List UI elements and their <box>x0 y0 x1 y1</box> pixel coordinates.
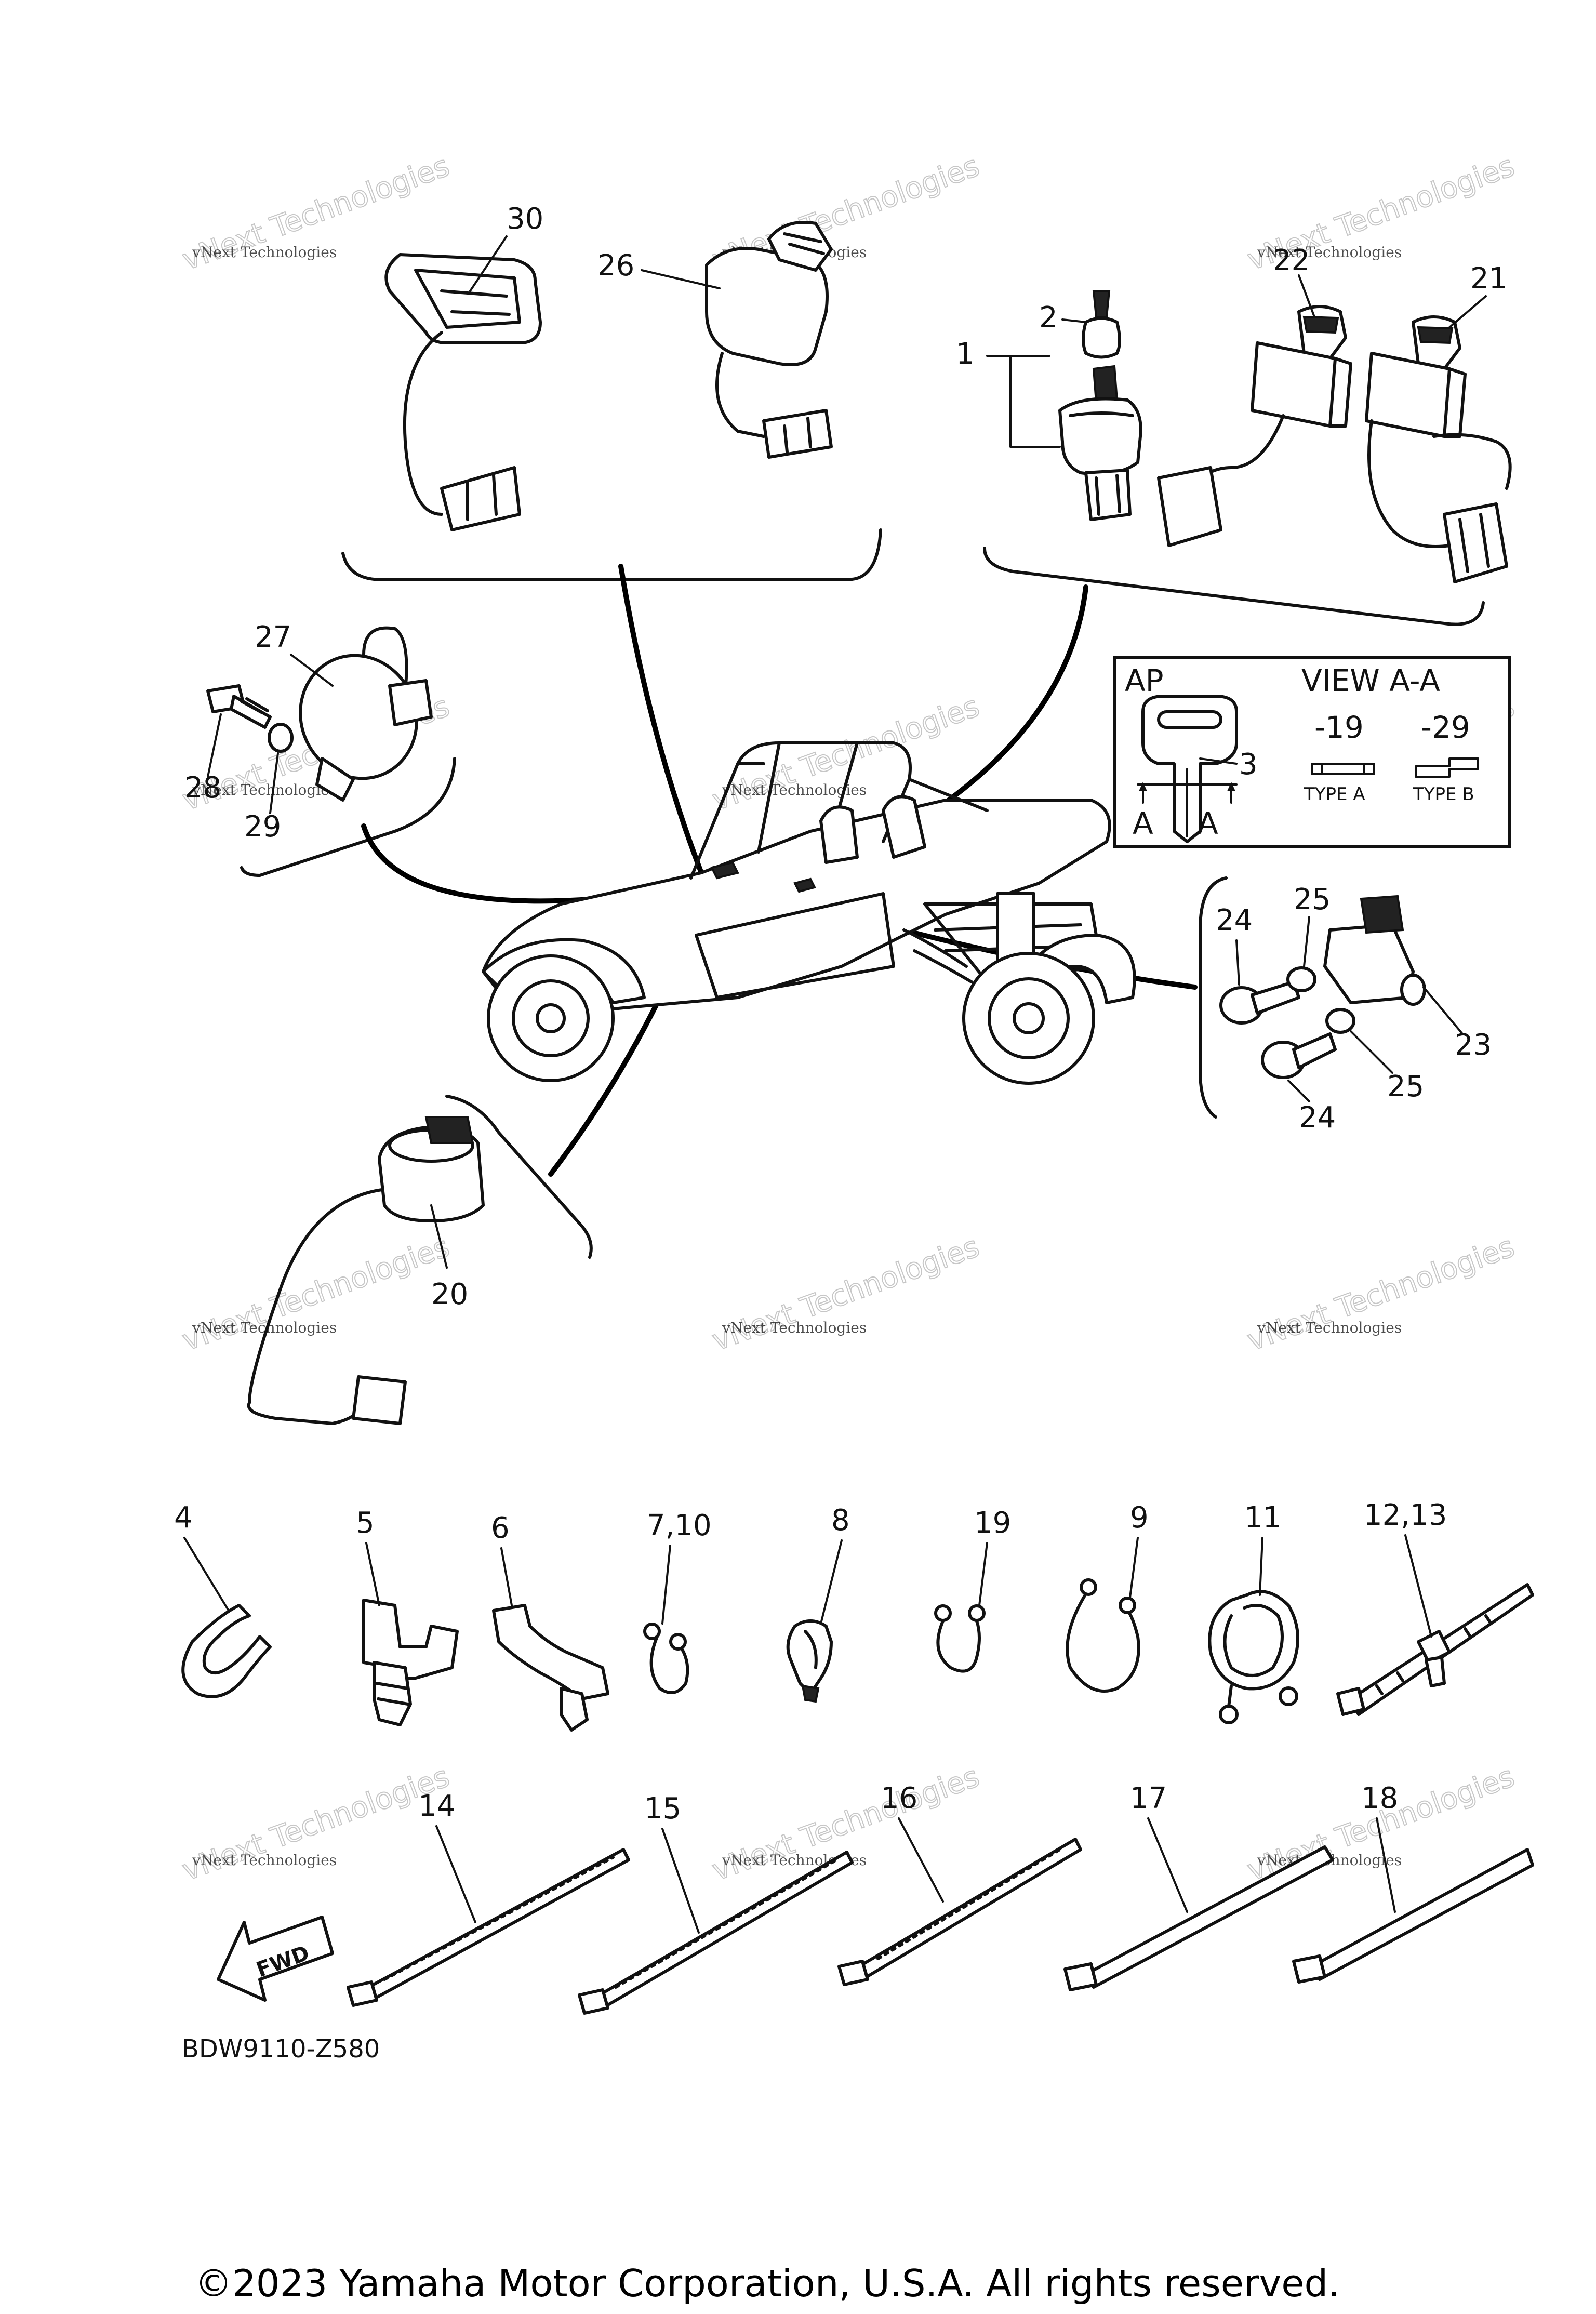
part-26-sensor-module <box>705 221 833 459</box>
callout-8: 8 <box>831 1504 850 1537</box>
group-brackets <box>240 528 1485 1259</box>
section-a-right-label: A <box>1198 806 1218 841</box>
side-by-side-vehicle <box>482 741 1136 1085</box>
callout-3: 3 <box>1239 748 1258 781</box>
part-3-key <box>1141 695 1238 843</box>
part-9-clip <box>1066 1578 1140 1693</box>
callout-25-upper: 25 <box>1294 883 1331 916</box>
callout-25-lower: 25 <box>1387 1070 1424 1103</box>
callout-29: 29 <box>244 810 281 844</box>
watermark-text: vNext Technologies <box>192 244 337 261</box>
key-view-box: AP VIEW A-A A A 3 -19 -29 TYPE A TYPE B <box>1113 656 1511 848</box>
watermark-text: vNext Technologies <box>722 1319 867 1336</box>
callout-9: 9 <box>1130 1501 1149 1535</box>
callout-7-10: 7,10 <box>647 1509 712 1542</box>
ap-label: AP <box>1125 663 1164 698</box>
section-a-left-label: A <box>1133 806 1153 841</box>
svg-text:vNext Technologies: vNext Technologies <box>708 1230 984 1358</box>
watermark-text: vNext Technologies <box>1257 244 1402 261</box>
type-a-code: -19 <box>1314 710 1364 745</box>
callout-16: 16 <box>881 1781 917 1815</box>
svg-text:vNext Technologies: vNext Technologies <box>178 1230 454 1358</box>
part-19-clip <box>934 1604 986 1673</box>
part-11-clip <box>1208 1590 1299 1724</box>
callout-4: 4 <box>174 1501 193 1535</box>
rear-wheel <box>962 952 1095 1085</box>
callout-21: 21 <box>1470 262 1507 296</box>
part-18-cable-tie <box>1292 1848 1534 1984</box>
callout-18: 18 <box>1361 1781 1398 1815</box>
type-b-code: -29 <box>1421 710 1470 745</box>
part-22-toggle-switch <box>1157 305 1352 547</box>
part-14-cable-tie <box>347 1848 630 2007</box>
part-28-bolt <box>206 684 272 729</box>
part-30-display-meter <box>384 253 542 531</box>
callout-26: 26 <box>597 249 634 283</box>
callout-14: 14 <box>418 1789 455 1823</box>
part-12-13-cable-tie-mount <box>1336 1583 1534 1716</box>
part-20-power-socket <box>247 1116 485 1425</box>
callout-23: 23 <box>1455 1028 1492 1062</box>
watermark-text: vNext Technologies <box>192 1852 337 1869</box>
callout-20: 20 <box>431 1278 468 1311</box>
watermark: vNext Technologies <box>178 1229 455 1358</box>
svg-text:vNext Technologies: vNext Technologies <box>1243 1230 1519 1358</box>
part-5-clip <box>362 1599 459 1726</box>
callout-1: 1 <box>956 337 975 371</box>
watermark-text: vNext Technologies <box>1257 1319 1402 1336</box>
part-15-cable-tie <box>578 1851 854 2015</box>
part-25-washer-lower <box>1325 1008 1355 1034</box>
watermark: vNext Technologies <box>1243 1229 1520 1358</box>
part-21-toggle-switch <box>1365 315 1512 583</box>
part-4-clip <box>181 1604 272 1698</box>
callout-24-upper: 24 <box>1216 903 1253 937</box>
part-6-clip <box>492 1604 609 1732</box>
watermark: vNext Technologies <box>708 1229 985 1358</box>
callout-5: 5 <box>356 1506 375 1540</box>
type-b-label: TYPE B <box>1413 784 1474 805</box>
part-17-cable-tie <box>1063 1845 1334 1991</box>
part-24-bolt-lower <box>1261 1032 1337 1079</box>
part-8-clip <box>786 1619 833 1703</box>
front-wheel <box>487 954 615 1082</box>
callout-17: 17 <box>1130 1781 1167 1815</box>
callout-22: 22 <box>1273 244 1310 277</box>
part-23-sensor <box>1323 895 1426 1006</box>
callout-11: 11 <box>1244 1501 1281 1535</box>
view-a-a-label: VIEW A-A <box>1301 663 1440 698</box>
diagram-code: BDW9110-Z580 <box>182 2034 380 2064</box>
fwd-arrow-icon: FWD <box>217 1916 334 2002</box>
part-2-cap <box>1082 290 1121 359</box>
callout-12-13: 12,13 <box>1364 1498 1447 1532</box>
callout-24-lower: 24 <box>1299 1101 1336 1135</box>
callout-19: 19 <box>974 1506 1011 1540</box>
type-b-key-profile <box>1415 757 1479 778</box>
part-29-washer <box>268 723 294 753</box>
watermark-text: vNext Technologies <box>192 781 337 799</box>
part-1-main-switch <box>1058 365 1142 521</box>
copyright-notice: ©2023 Yamaha Motor Corporation, U.S.A. A… <box>195 2262 1340 2305</box>
type-a-label: TYPE A <box>1304 784 1365 805</box>
part-27-horn <box>299 626 433 802</box>
type-a-key-profile <box>1311 763 1375 775</box>
part-16-cable-tie <box>837 1838 1082 1986</box>
part-7-10-clip <box>643 1623 689 1694</box>
part-24-bolt-upper <box>1219 980 1300 1025</box>
part-25-washer-upper <box>1286 966 1316 992</box>
callout-30: 30 <box>507 202 543 236</box>
callout-15: 15 <box>644 1792 681 1826</box>
callout-6: 6 <box>491 1511 510 1545</box>
callout-2: 2 <box>1039 301 1058 335</box>
callout-27: 27 <box>255 620 291 654</box>
callout-28: 28 <box>184 771 221 805</box>
